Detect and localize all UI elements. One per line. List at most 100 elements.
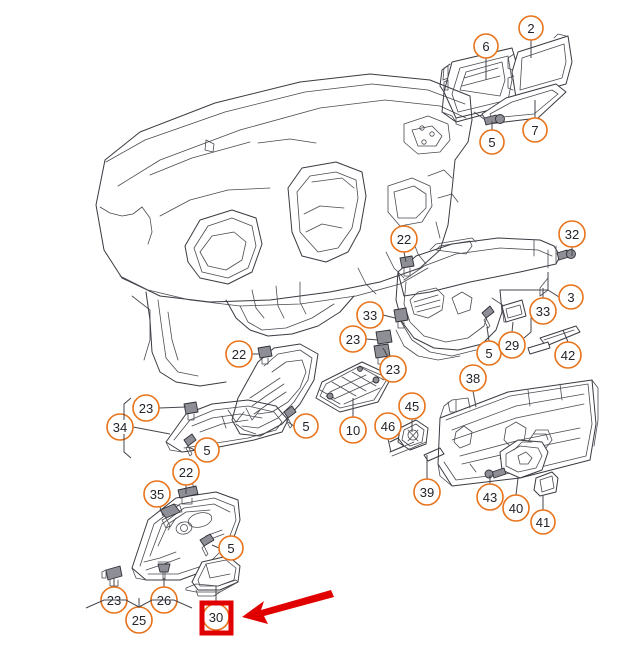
callout-leader-line: [365, 338, 379, 341]
callout-number: 3: [567, 290, 574, 305]
callout-22[interactable]: 22: [172, 458, 200, 494]
callout-43[interactable]: 43: [476, 475, 504, 511]
callout-ring: [293, 413, 319, 439]
callout-number: 38: [466, 371, 480, 386]
callout-22[interactable]: 22: [225, 340, 260, 368]
callout-ring: [374, 412, 402, 440]
callout-number: 23: [386, 362, 400, 377]
callout-number: 34: [113, 420, 127, 435]
callout-5[interactable]: 5: [211, 535, 244, 561]
part-35-clip: [159, 503, 183, 529]
callout-46[interactable]: 46: [374, 412, 402, 453]
part-26-pin: [157, 561, 171, 581]
highlight-box-part-30: [199, 600, 234, 636]
callout-leader-line: [403, 251, 407, 263]
callout-5[interactable]: 5: [287, 413, 319, 439]
callout-leader-line: [211, 544, 220, 549]
callout-ring: [172, 458, 200, 486]
part-2-storage-lid: [507, 33, 573, 99]
callout-number: 41: [536, 515, 550, 530]
callout-5[interactable]: 5: [187, 437, 220, 463]
callout-leader-line: [387, 438, 392, 453]
callout-23[interactable]: 23: [379, 347, 407, 383]
callout-ring: [132, 394, 160, 422]
callout-ring: [498, 331, 526, 359]
part-5-screw-top: [473, 111, 505, 126]
part-5-screw-center: [481, 305, 495, 329]
grouping-brackets: [85, 272, 549, 609]
callout-number: 23: [139, 401, 153, 416]
callout-ring: [518, 15, 544, 41]
callout-number: 5: [485, 346, 492, 361]
callout-leader-line: [562, 329, 569, 343]
callout-3[interactable]: 3: [547, 284, 584, 310]
callout-33[interactable]: 33: [356, 301, 396, 329]
callout-ring: [554, 341, 582, 369]
callout-39[interactable]: 39: [413, 455, 441, 506]
callout-2[interactable]: 2: [518, 15, 544, 58]
callout-40[interactable]: 40: [502, 477, 530, 522]
callout-ring: [558, 284, 584, 310]
callout-leader-line: [382, 347, 389, 358]
callout-number: 42: [561, 348, 575, 363]
callout-29[interactable]: 29: [498, 321, 526, 359]
callout-number: 22: [179, 465, 193, 480]
callout-42[interactable]: 42: [554, 329, 582, 369]
callout-number: 23: [346, 332, 360, 347]
callout-ring: [225, 340, 253, 368]
callout-number: 40: [509, 501, 523, 516]
red-pointer-arrow: [242, 590, 334, 624]
callout-number: 6: [482, 39, 489, 54]
callout-leader-line: [132, 426, 171, 435]
callout-number: 30: [209, 610, 223, 625]
part-32-screw: [556, 249, 576, 261]
callout-33[interactable]: 33: [529, 288, 557, 325]
callout-number: 7: [531, 123, 538, 138]
callout-ring: [339, 416, 367, 444]
callout-ring: [218, 535, 244, 561]
part-25-lid-assembly: [131, 491, 241, 581]
part-5-screw-lid: [199, 533, 215, 557]
callout-5[interactable]: 5: [479, 121, 505, 155]
callout-32[interactable]: 32: [558, 220, 586, 256]
callout-leader-line: [382, 314, 396, 319]
callout-10[interactable]: 10: [339, 398, 367, 444]
part-22-clip-a: [399, 255, 415, 277]
callout-number: 33: [536, 304, 550, 319]
callout-7[interactable]: 7: [522, 100, 548, 143]
part-46-rod: [389, 437, 427, 457]
part-43-screw: [484, 467, 507, 479]
callout-ring: [476, 483, 504, 511]
callout-number: 29: [505, 338, 519, 353]
callout-22[interactable]: 22: [390, 225, 418, 263]
callout-6[interactable]: 6: [473, 33, 499, 80]
callout-ring: [194, 437, 220, 463]
callout-number: 39: [420, 485, 434, 500]
callout-45[interactable]: 45: [398, 392, 426, 432]
callout-number: 22: [397, 232, 411, 247]
callout-ring: [379, 355, 407, 383]
callout-number: 5: [488, 135, 495, 150]
callout-number: 35: [150, 487, 164, 502]
callout-number: 5: [227, 541, 234, 556]
callout-ring: [459, 364, 487, 392]
callout-leader-line: [158, 406, 187, 409]
callout-23[interactable]: 23: [132, 394, 187, 422]
callout-leader-line: [472, 390, 477, 408]
callout-34[interactable]: 34: [106, 413, 171, 441]
callout-ring: [390, 225, 418, 253]
part-30-storage-tray: [185, 555, 241, 597]
callout-41[interactable]: 41: [530, 496, 556, 535]
callout-number: 25: [132, 613, 146, 628]
callout-ring: [502, 494, 530, 522]
callout-ring: [106, 413, 134, 441]
callout-38[interactable]: 38: [459, 364, 487, 408]
callout-leader-line: [287, 421, 295, 427]
part-29-switch: [491, 297, 527, 323]
callout-ring: [522, 117, 548, 143]
callout-leader-line: [159, 506, 164, 517]
callout-23[interactable]: 23: [339, 325, 379, 353]
callout-35[interactable]: 35: [143, 480, 171, 517]
